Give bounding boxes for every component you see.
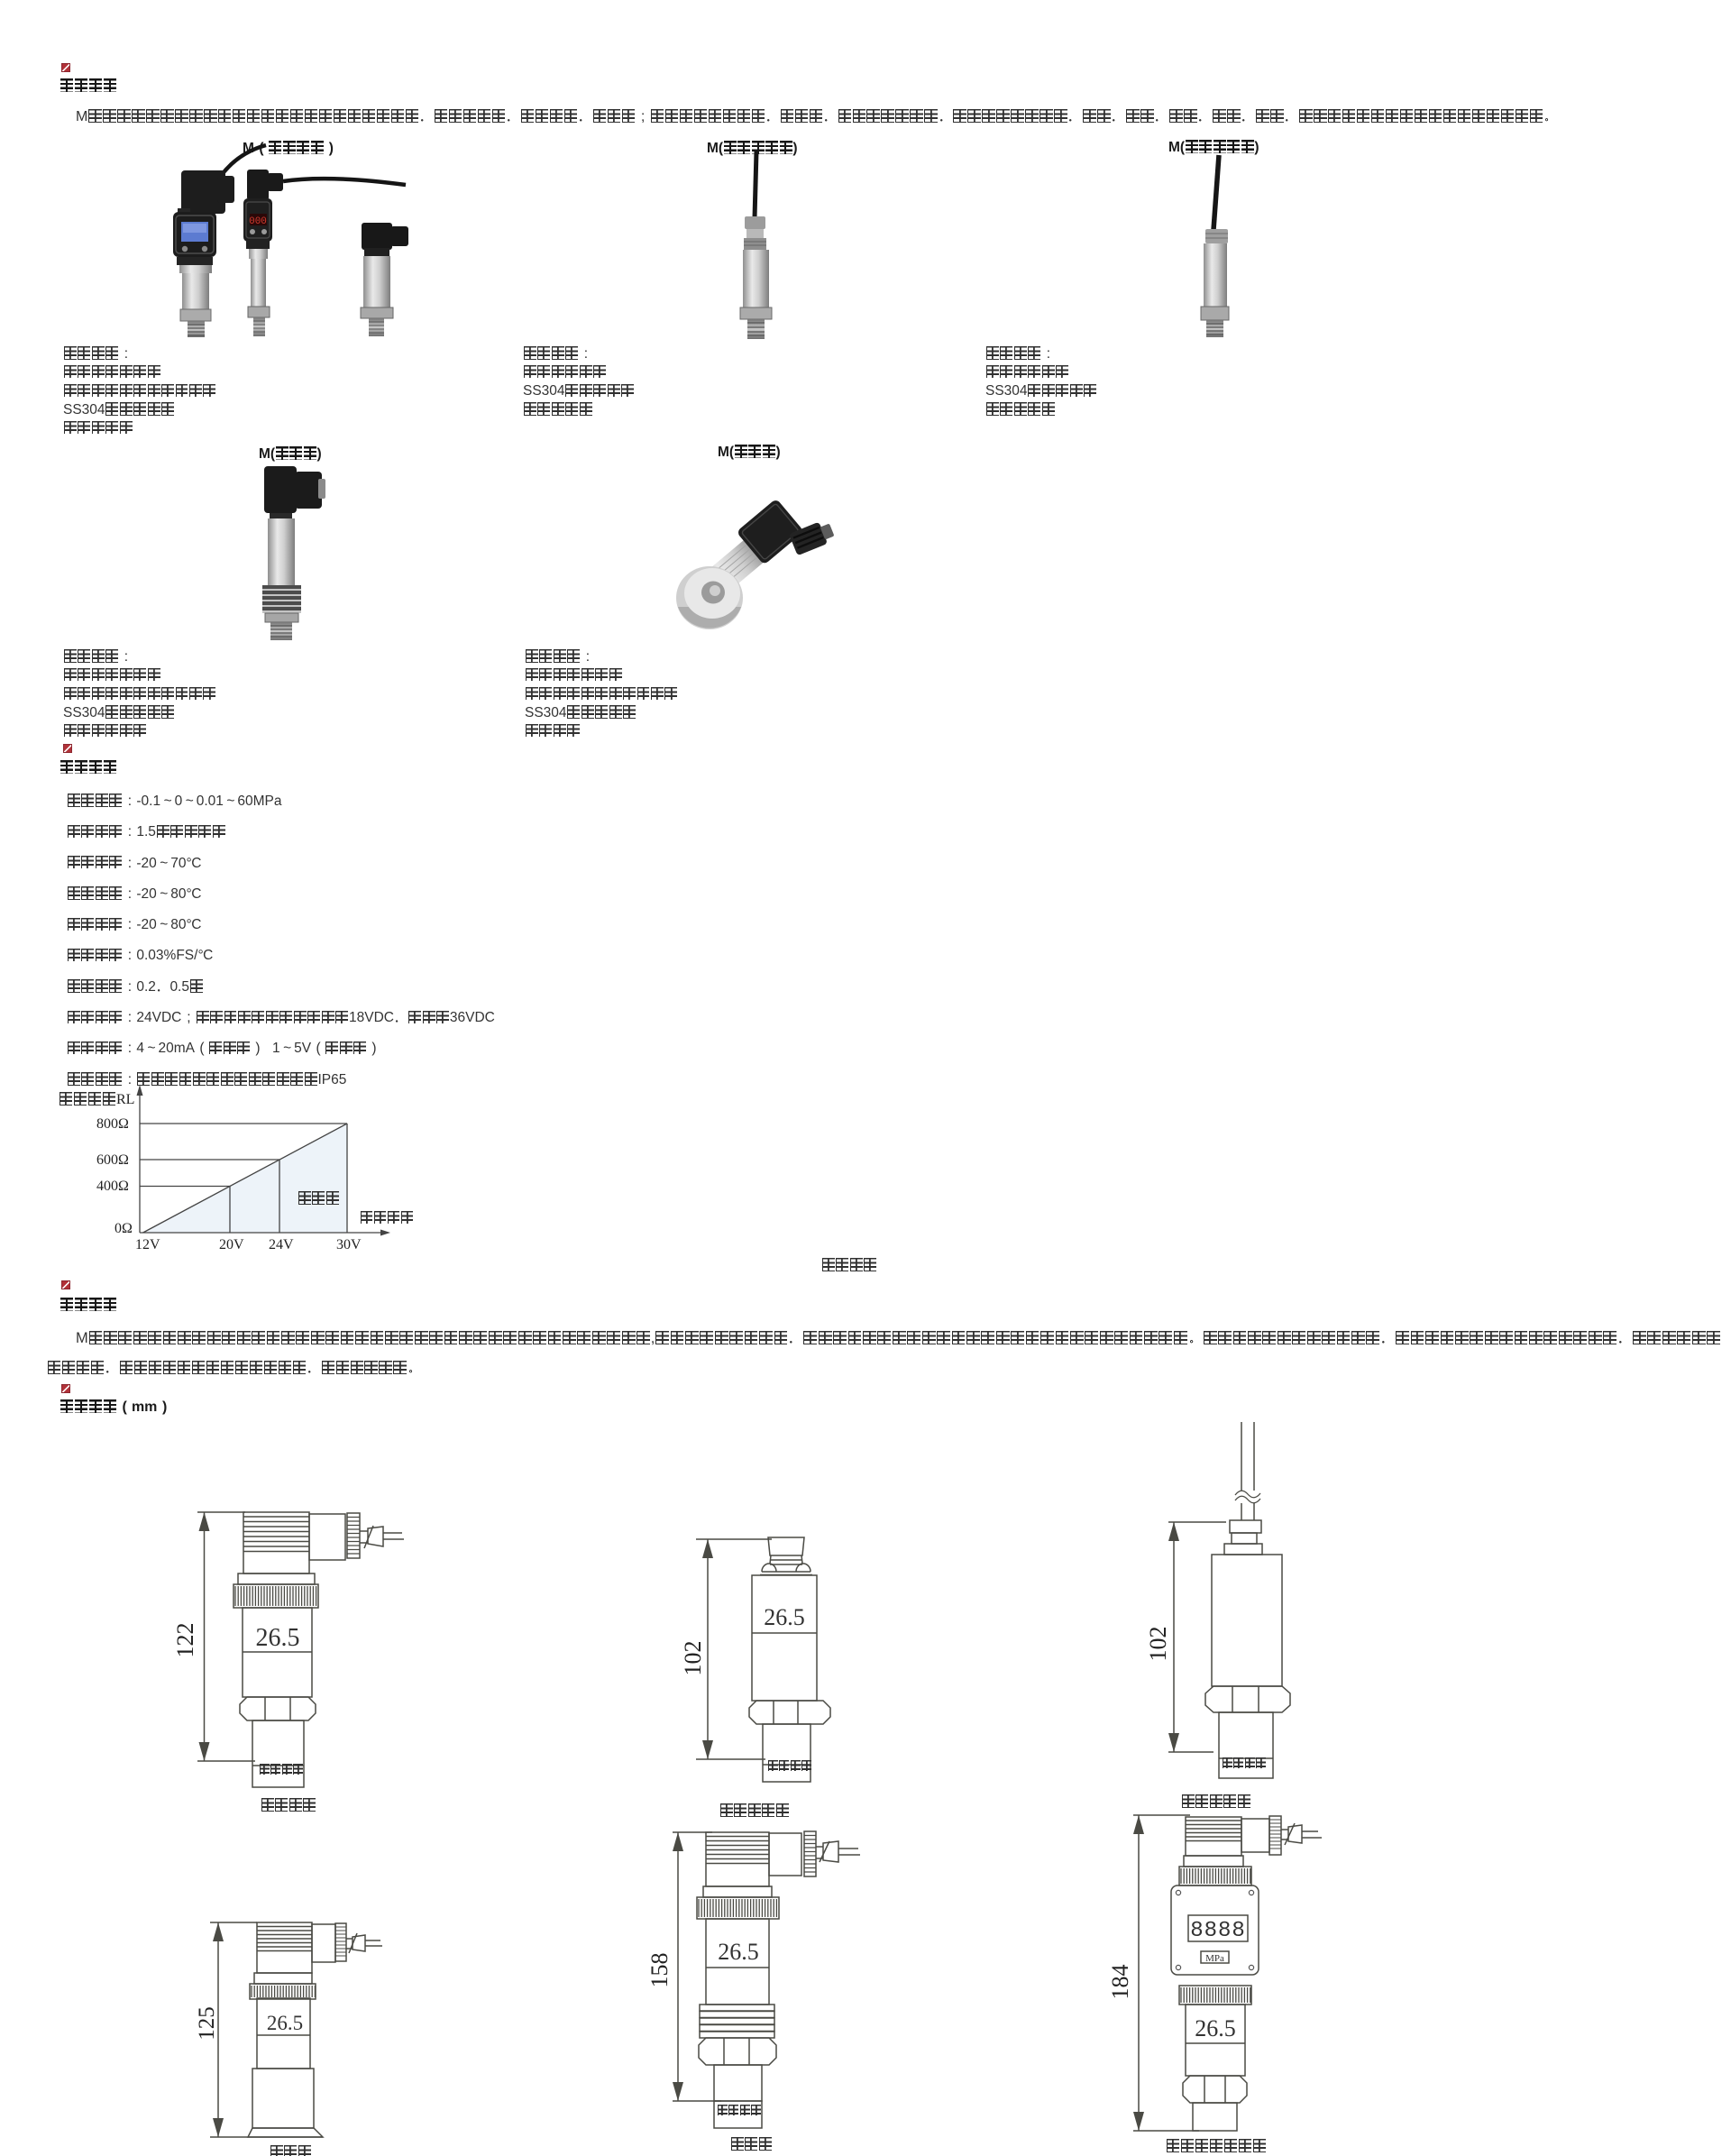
svg-text:26.5: 26.5 <box>718 1939 759 1965</box>
svg-text:000: 000 <box>249 216 267 227</box>
svg-text:26.5: 26.5 <box>764 1604 805 1630</box>
svg-text:MPa: MPa <box>1205 1953 1224 1964</box>
svg-text:26.5: 26.5 <box>256 1624 300 1652</box>
svg-text:26.5: 26.5 <box>267 2012 303 2034</box>
svg-text:26.5: 26.5 <box>1195 2015 1236 2041</box>
svg-text:8888: 8888 <box>1190 1919 1246 1943</box>
